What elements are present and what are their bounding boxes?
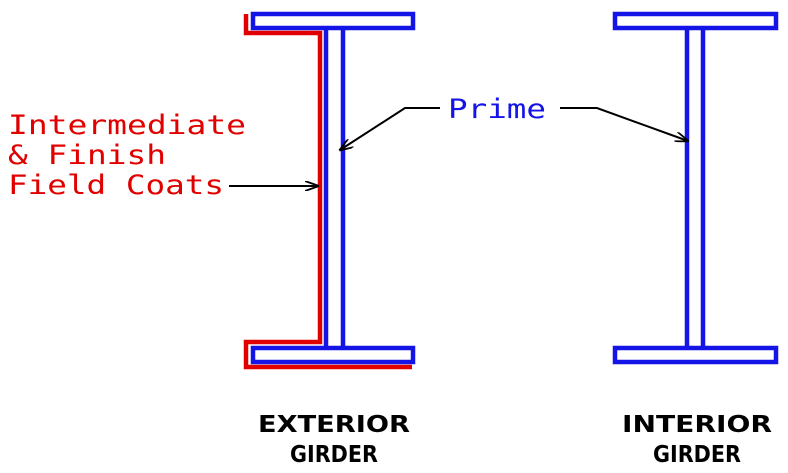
exterior-web bbox=[323, 28, 346, 348]
interior-web bbox=[684, 28, 706, 348]
prime-leader-exterior bbox=[340, 107, 440, 150]
exterior-girder-caption-line2: GIRDER bbox=[290, 442, 378, 468]
interior-girder-caption-line1: INTERIOR bbox=[622, 412, 772, 438]
prime-leader-interior bbox=[560, 107, 688, 141]
exterior-girder-section bbox=[250, 11, 416, 365]
intermediate-label-line3: Field Coats bbox=[8, 170, 224, 201]
exterior-top-flange bbox=[250, 11, 416, 31]
interior-top-flange bbox=[612, 11, 779, 31]
field-coat-outline bbox=[243, 14, 412, 370]
interior-girder-section bbox=[612, 11, 779, 365]
interior-girder-caption-line2: GIRDER bbox=[653, 442, 741, 468]
interior-bottom-flange bbox=[612, 345, 779, 365]
intermediate-label-line1: Intermediate bbox=[8, 110, 246, 141]
prime-label: Prime bbox=[448, 94, 546, 125]
intermediate-label-line2: & Finish bbox=[8, 140, 166, 171]
exterior-girder-caption-line1: EXTERIOR bbox=[258, 412, 410, 438]
exterior-bottom-flange bbox=[250, 345, 416, 365]
